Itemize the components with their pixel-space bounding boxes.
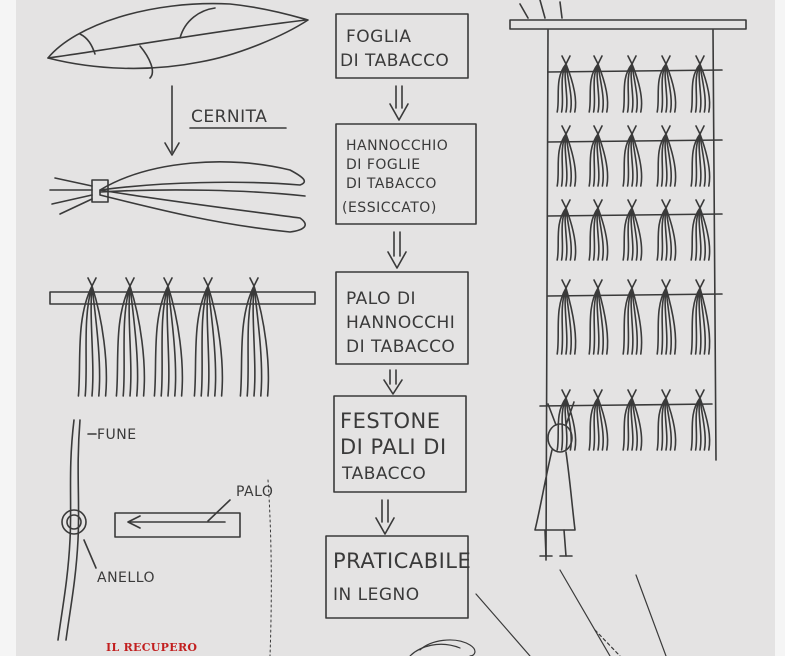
pole-with-bundles-drawing [50,278,315,396]
tobacco-bundle-sketch [623,56,641,112]
tobacco-bundle-sketch [589,126,607,186]
tobacco-bundle-sketch [691,126,709,186]
tobacco-leaf-drawing [48,4,308,78]
tobacco-bundle-sketch [240,278,268,396]
tobacco-bundle-sketch [691,390,709,450]
tobacco-bundle-sketch [623,200,641,260]
tobacco-bundle-sketch [623,390,641,450]
tobacco-bundle-sketch [589,280,607,354]
anello-label: ANELLO [97,570,155,586]
step-1-line-1: FOGLIA [346,27,411,47]
tobacco-bundle-sketch [78,278,106,396]
step-4-line-1: FESTONE [340,409,441,433]
cernita-arrow [165,86,179,155]
step-4-line-3: TABACCO [341,464,426,484]
step-1-line-2: DI TABACCO [340,51,449,71]
leaf-bundle-drawing [50,162,305,232]
step-2-line-2: DI FOGLIE [346,157,421,173]
tobacco-bundle-sketch [691,56,709,112]
tobacco-bundle-sketch [691,280,709,354]
tobacco-bundle-sketch [589,390,607,450]
tobacco-bundle-sketch [557,280,575,354]
tobacco-bundle-sketch [657,56,675,112]
drying-rack-drawing [510,0,746,560]
caption-title: IL RECUPERO [106,641,197,654]
tobacco-bundle-sketch [557,56,575,112]
bottom-sketch-lines [410,570,666,656]
palo-label: PALO [236,484,273,500]
tobacco-bundle-sketch [589,200,607,260]
rope-ring-detail-drawing [58,420,271,656]
step-3-line-2: HANNOCCHI [346,313,455,333]
step-5-line-2: IN LEGNO [333,585,420,605]
tobacco-bundle-sketch [154,278,182,396]
step-5-line-1: PRATICABILE [333,549,471,573]
fune-label: FUNE [97,427,137,443]
tobacco-bundle-sketch [557,390,575,450]
step-4-line-2: DI PALI DI [340,435,447,459]
tobacco-bundle-sketch [557,126,575,186]
tobacco-bundle-sketch [116,278,144,396]
worker-figure-drawing [535,402,575,556]
step-3-line-1: PALO DI [346,289,416,309]
tobacco-bundle-sketch [657,200,675,260]
step-2-line-3: DI TABACCO [346,176,437,192]
tobacco-bundle-sketch [657,280,675,354]
tobacco-bundle-sketch [589,56,607,112]
tobacco-bundle-sketch [623,280,641,354]
tobacco-bundle-sketch [657,390,675,450]
tobacco-bundle-sketch [194,278,222,396]
tobacco-bundle-sketch [623,126,641,186]
cernita-label: CERNITA [191,107,267,127]
tobacco-bundle-sketch [657,126,675,186]
tobacco-bundle-sketch [557,200,575,260]
step-2-line-4: (ESSICCATO) [342,200,437,216]
step-3-line-3: DI TABACCO [346,337,455,357]
step-2-line-1: HANNOCCHIO [346,138,448,154]
tobacco-bundle-sketch [691,200,709,260]
